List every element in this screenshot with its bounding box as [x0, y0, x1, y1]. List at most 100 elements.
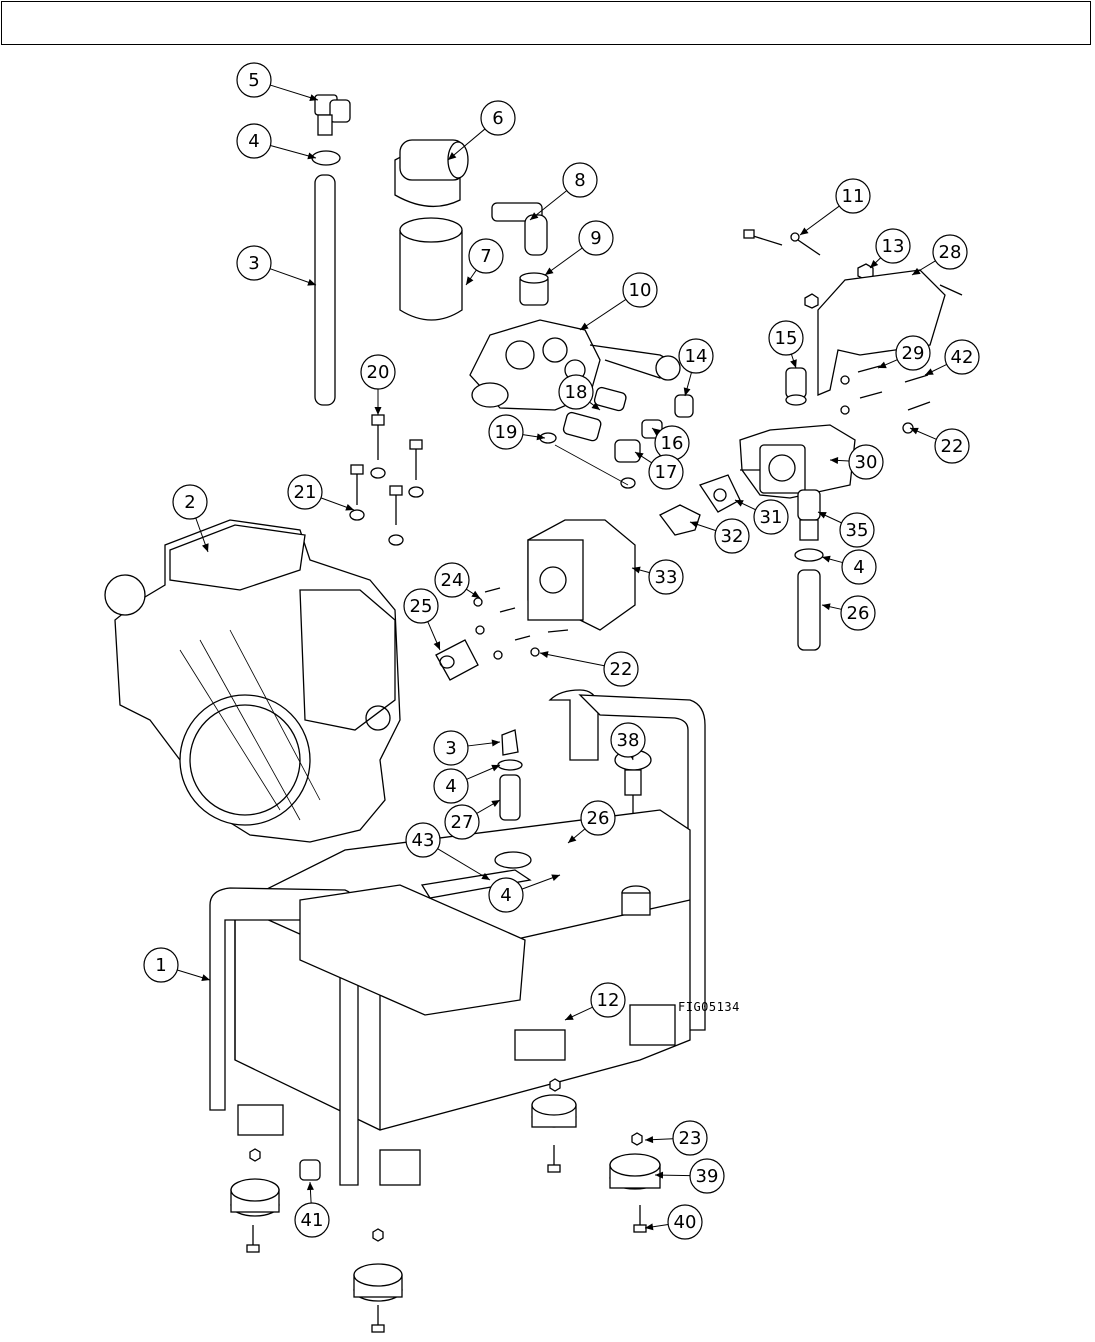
callout-number: 13	[882, 236, 905, 257]
leader-arrowhead	[345, 503, 354, 511]
callout-bubble	[562, 162, 598, 198]
callout-bubble	[835, 178, 871, 214]
callout-number: 42	[951, 347, 974, 368]
leader-arrowhead	[652, 428, 661, 436]
callout-bubble	[236, 123, 272, 159]
callout-number: 7	[480, 246, 491, 267]
part-41-plug	[299, 1159, 321, 1181]
callout-number: 40	[674, 1212, 697, 1233]
callout-number: 41	[301, 1210, 324, 1231]
leader-arrowhead	[491, 739, 500, 747]
callout-bubble	[678, 338, 714, 374]
callout-bubble	[360, 354, 396, 390]
leader-line	[539, 652, 605, 667]
callout-c21: 21	[287, 474, 355, 511]
part-1-frame-tank	[209, 689, 706, 1186]
callout-c14: 14	[678, 338, 714, 397]
callout-c28: 28	[911, 234, 968, 276]
callout-number: 8	[574, 170, 585, 191]
callout-bubble	[934, 428, 970, 464]
callout-c4d: 4	[488, 874, 561, 913]
part-20-21-engine-bolts	[349, 414, 424, 546]
leader-arrowhead	[201, 974, 210, 982]
callout-number: 5	[248, 70, 259, 91]
callout-number: 26	[847, 603, 870, 624]
callout-bubble	[578, 220, 614, 256]
part-11-bolt	[790, 232, 821, 256]
callout-bubble	[172, 484, 208, 520]
leader-arrowhead	[818, 512, 827, 519]
callout-bubble	[753, 499, 789, 535]
part-4-hose-clamp-top	[311, 150, 341, 166]
part-4-clamp-pump	[794, 548, 824, 562]
callout-bubble	[648, 559, 684, 595]
leader-arrowhead	[645, 1223, 654, 1231]
callout-c12: 12	[564, 982, 626, 1021]
callout-number: 24	[441, 570, 464, 591]
leader-arrowhead	[632, 566, 641, 574]
leader-arrowhead	[568, 835, 577, 843]
callout-c16: 16	[651, 425, 690, 461]
leader-arrowhead	[466, 276, 474, 285]
callout-c5: 5	[236, 62, 319, 101]
leader-arrowhead	[306, 1182, 314, 1191]
leader-arrowhead	[591, 402, 600, 410]
leader-arrowhead	[878, 361, 887, 369]
callout-c7: 7	[465, 238, 504, 286]
callout-c26b: 26	[567, 800, 616, 844]
callout-bubble	[287, 474, 323, 510]
callout-c25: 25	[403, 588, 441, 651]
callout-number: 11	[842, 186, 865, 207]
callout-bubble	[839, 512, 875, 548]
part-8-elbow-nipple	[491, 202, 548, 256]
callout-c17: 17	[634, 451, 684, 490]
leader-arrowhead	[822, 603, 831, 611]
callout-c29: 29	[877, 335, 931, 371]
part-9-fitting	[519, 272, 549, 306]
callout-number: 16	[661, 433, 684, 454]
leader-arrowhead	[307, 152, 316, 160]
part-26-hose-short	[797, 569, 821, 651]
callout-c26a: 26	[821, 595, 876, 631]
part-29-42-bolts	[840, 365, 931, 415]
callout-bubble	[488, 877, 524, 913]
part-32-spider	[659, 504, 701, 536]
leader-arrowhead	[822, 555, 831, 563]
callout-number: 3	[248, 253, 259, 274]
leader-arrowhead	[201, 543, 209, 552]
part-33-pump-adapter	[527, 519, 636, 631]
leader-arrowhead	[645, 1136, 654, 1144]
part-3-hose-stub	[501, 729, 519, 756]
part-5-elbow-fitting	[314, 94, 351, 136]
callout-bubble	[603, 651, 639, 687]
part-31-coupling	[698, 474, 741, 513]
part-18-nipples	[562, 386, 627, 442]
callout-number: 39	[696, 1166, 719, 1187]
callout-bubble	[667, 1204, 703, 1240]
callout-c31: 31	[734, 499, 789, 535]
callout-c15: 15	[768, 320, 804, 369]
callout-number: 22	[941, 436, 964, 457]
callout-bubble	[444, 804, 480, 840]
leader-arrowhead	[735, 500, 744, 507]
callout-bubble	[468, 238, 504, 274]
leader-arrowhead	[491, 764, 500, 772]
part-bolt-long	[743, 229, 783, 246]
leader-line	[579, 299, 627, 331]
callout-c39: 39	[654, 1158, 725, 1194]
leader-arrowhead	[800, 227, 809, 235]
part-15-valve	[785, 367, 807, 406]
leader-arrowhead	[565, 1013, 574, 1020]
callout-number: 12	[597, 990, 620, 1011]
leader-arrowhead	[448, 152, 457, 160]
part-25-coupling-hub	[435, 639, 479, 681]
part-39-feet	[230, 1094, 661, 1302]
leader-arrowhead	[307, 279, 316, 286]
callout-number: 14	[685, 346, 708, 367]
callout-bubble	[488, 414, 524, 450]
callout-c38: 38	[610, 722, 646, 761]
callout-bubble	[875, 228, 911, 264]
callout-number: 2	[184, 492, 195, 513]
